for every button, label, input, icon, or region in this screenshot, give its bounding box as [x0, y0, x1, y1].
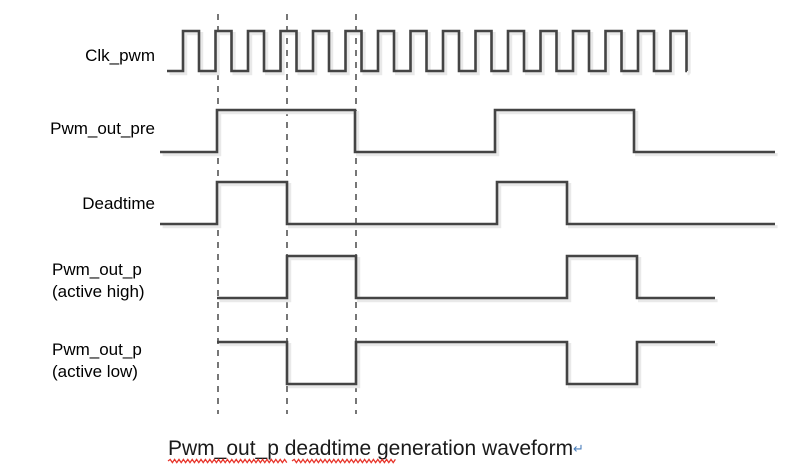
waveform-shadow-pwm_out_pre — [162, 110, 778, 157]
waveform-line-deadtime — [160, 180, 775, 226]
waveform-pwm_out_p_active_high — [217, 254, 718, 303]
signal-label-pwm_out_pre: Pwm_out_pre — [50, 119, 155, 138]
waveform-line-pwm_out_p_active_low — [217, 340, 715, 386]
signal-label-text-pwm_out_p_active_high: Pwm_out_p — [52, 260, 142, 279]
waveform-line-pwm_out_pre — [160, 108, 775, 154]
spellcheck-underline-2 — [291, 458, 396, 464]
waveform-line-clk_pwm — [167, 29, 688, 73]
waveform-clk_pwm — [167, 29, 691, 76]
waveform-deadtime — [160, 180, 778, 229]
spellcheck-underlines — [167, 458, 396, 464]
signal-label-clk_pwm: Clk_pwm — [85, 46, 155, 65]
waveform-pwm_out_pre — [160, 108, 778, 157]
caption-text: Pwm_out_p deadtime generation waveform — [168, 437, 573, 460]
signal-sublabel-text-pwm_out_p_active_low: (active low) — [52, 362, 138, 381]
signal-sublabel-text-pwm_out_p_active_high: (active high) — [52, 282, 145, 301]
signal-label-pwm_out_p_active_low: Pwm_out_p (active low) — [52, 340, 142, 381]
paragraph-mark-icon: ↵ — [573, 441, 584, 456]
waveform-pwm_out_p_active_low — [217, 340, 718, 389]
signal-label-deadtime: Deadtime — [82, 194, 155, 213]
signal-label-text-deadtime: Deadtime — [82, 194, 155, 213]
waveform-shadow-pwm_out_p_active_high — [219, 256, 718, 303]
spellcheck-underline-1 — [167, 458, 288, 464]
waveform-line-pwm_out_p_active_high — [217, 254, 715, 300]
signal-label-text-clk_pwm: Clk_pwm — [85, 46, 155, 65]
caption-group: Pwm_out_p deadtime generation waveform ↵ — [167, 437, 584, 464]
waveform-shadow-deadtime — [162, 182, 778, 229]
signal-label-pwm_out_p_active_high: Pwm_out_p (active high) — [52, 260, 145, 301]
signal-label-text-pwm_out_p_active_low: Pwm_out_p — [52, 340, 142, 359]
waveform-shadow-pwm_out_p_active_low — [219, 342, 718, 389]
signal-label-text-pwm_out_pre: Pwm_out_pre — [50, 119, 155, 138]
waveforms-group — [160, 29, 778, 389]
